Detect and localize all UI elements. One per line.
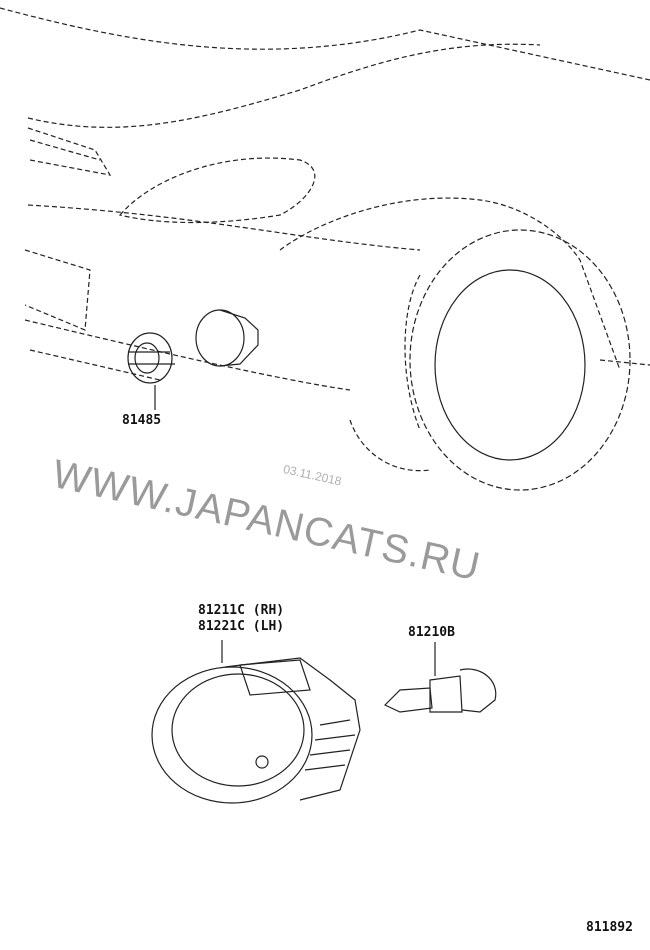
bulb-81210B-drawing	[383, 642, 497, 713]
foglamp-assembly-drawing	[151, 640, 361, 804]
part-label-81210b[interactable]: 81210B	[408, 625, 455, 640]
wheel	[409, 229, 631, 491]
bezel-81485-drawing	[127, 309, 259, 410]
part-label-81211c-rh[interactable]: 81211C (RH)	[198, 603, 285, 618]
part-label-81485[interactable]: 81485	[122, 413, 162, 428]
diagram-id: 811892	[586, 920, 633, 935]
car-body-outline	[0, 7, 650, 472]
part-label-81221c-lh[interactable]: 81221C (LH)	[198, 619, 285, 634]
